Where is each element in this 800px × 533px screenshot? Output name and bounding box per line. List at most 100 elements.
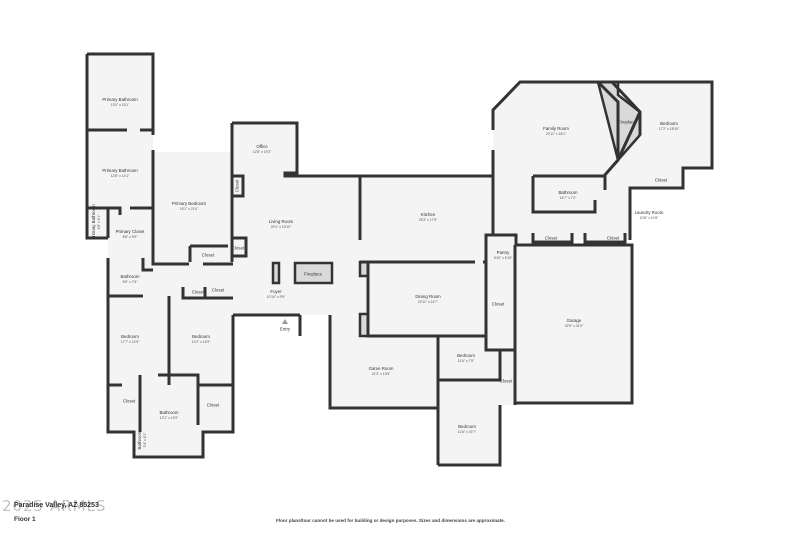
pillar — [271, 261, 281, 285]
room-name: Laundry Room — [635, 210, 664, 215]
room-dimensions: 8'6" x 7'6" — [123, 280, 139, 284]
room-name: Closet — [235, 179, 240, 192]
room-name: Bedroom — [192, 334, 210, 339]
room-dimensions: 15'1" x 21'0" — [180, 207, 199, 211]
room-name: Primary Bathroom — [102, 97, 138, 102]
room-name: Closet — [192, 290, 205, 295]
room: Entry — [280, 327, 291, 332]
room-name: Entry — [280, 327, 291, 332]
wall — [232, 174, 248, 258]
walls — [85, 52, 714, 467]
wall — [233, 313, 438, 410]
room-dimensions: 17'2" x 18'10" — [659, 127, 680, 131]
room-dimensions: 10'8" x 10'8" — [640, 216, 659, 220]
room-name: Bathroom — [558, 190, 577, 195]
room-name: Kitchen — [421, 212, 436, 217]
room-dimensions: 8'8" x 9'9" — [123, 235, 139, 239]
room-name: Garage — [567, 318, 582, 323]
room-dimensions: 21'3" x 13'8" — [372, 372, 391, 376]
room-dimensions: 20'1" x 19'10" — [271, 225, 292, 229]
room-name: Fireplace — [304, 272, 323, 277]
wall — [151, 150, 233, 266]
disclaimer: Floor plans/tour cannot be used for buil… — [276, 518, 505, 523]
room-dimensions: 12'8" x 19'3" — [253, 150, 272, 154]
room-name: Bedroom — [458, 424, 476, 429]
room-dimensions: 25'3" x 17'9" — [419, 218, 438, 222]
room-name: Primary Closet — [116, 229, 146, 234]
wall — [188, 244, 228, 262]
room: Fireplace — [618, 120, 637, 125]
room-name: Dining Room — [415, 294, 441, 299]
room-name: Closet — [207, 403, 220, 408]
room: Fireplace — [304, 272, 323, 277]
room-dimensions: 22'11" x 14'7" — [418, 300, 439, 304]
room-name: Primary Bedroom — [172, 201, 207, 206]
room-dimensions: 14'7" x 7'2" — [560, 196, 578, 200]
wall — [85, 54, 108, 240]
room-name: Family Room — [543, 126, 569, 131]
wall — [108, 206, 153, 215]
room-name: Bathroom — [159, 410, 178, 415]
wall — [436, 334, 502, 467]
wall — [87, 52, 155, 135]
room: Closet — [207, 403, 220, 408]
wall — [181, 287, 233, 387]
room-dimensions: 13'0" x 15'1" — [111, 103, 130, 107]
address: Paradise Valley, AZ 85253 — [14, 502, 99, 509]
room-name: Bathroom — [120, 274, 139, 279]
room-name: Living Room — [269, 219, 294, 224]
room-name: Bedroom — [457, 353, 475, 358]
wall — [108, 296, 200, 432]
room-name: Closet — [545, 236, 558, 241]
room-name: Closet — [492, 302, 505, 307]
room-name: Closet — [123, 399, 136, 404]
room-dimensions: 11'6" x 7'9" — [458, 359, 475, 363]
wall — [106, 258, 235, 459]
room-dimensions: 10'10" x 9'9" — [267, 295, 286, 299]
room-dimensions: 12'2" x 14'9" — [192, 340, 211, 344]
room-name: Bedroom — [121, 334, 139, 339]
wall — [610, 80, 683, 240]
room-name: Closet — [500, 379, 513, 384]
room-name: Office — [256, 144, 268, 149]
room: Closet — [655, 178, 668, 183]
room: Closet — [232, 246, 245, 251]
room-name: Closet — [655, 178, 668, 183]
wall — [596, 80, 620, 177]
room-name: Bathroom — [137, 430, 142, 449]
room: Closet — [545, 236, 558, 241]
room-dimensions: 20'11" x 18'1" — [546, 132, 567, 136]
room-name: Primary Bathroom — [91, 204, 96, 240]
room-name: Game Room — [369, 366, 394, 371]
room-dimensions: 17'7" x 14'9" — [121, 340, 140, 344]
room-dimensions: 12'8" x 14'1" — [111, 174, 130, 178]
room: Closet — [607, 236, 620, 241]
room-name: Closet — [607, 236, 620, 241]
room: Closet — [500, 379, 513, 384]
room: Closet — [202, 253, 215, 258]
room: Closet — [212, 288, 225, 293]
floor-label: Floor 1 — [14, 516, 36, 523]
room: Closet — [123, 399, 136, 404]
room-dimensions: 11'6" x 19'7" — [458, 430, 477, 434]
room-name: Closet — [212, 288, 225, 293]
